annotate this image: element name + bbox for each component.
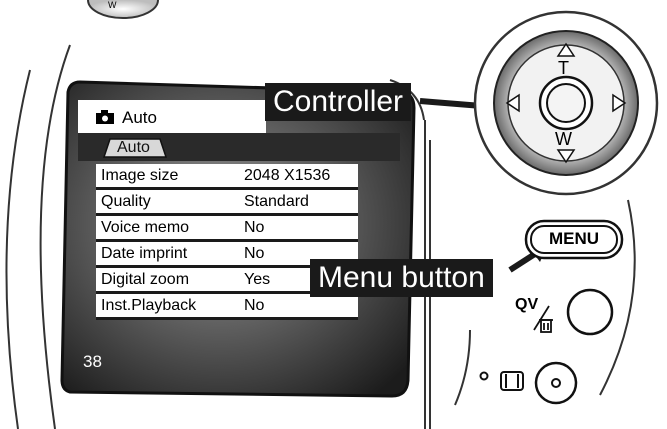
- lcd-mode-title: Auto: [122, 108, 157, 127]
- display-button[interactable]: [534, 361, 578, 405]
- menu-row-value: 2048 X1536: [240, 164, 358, 190]
- lcd-tab-auto: [102, 138, 168, 158]
- lcd-tab-label: Auto: [117, 139, 150, 156]
- menu-row[interactable]: Digital zoom Yes: [96, 266, 358, 294]
- menu-row[interactable]: Image size 2048 X1536: [96, 164, 358, 190]
- menu-row[interactable]: Voice memo No: [96, 214, 358, 242]
- dial-label: W: [108, 0, 117, 10]
- menu-row-label: Image size: [96, 164, 240, 190]
- menu-row[interactable]: Quality Standard: [96, 188, 358, 216]
- controller-left-arrow-icon: [505, 93, 520, 113]
- menu-row-label: Inst.Playback: [96, 292, 240, 320]
- menu-row-value: Standard: [240, 188, 358, 216]
- controller-down-arrow-icon: [556, 149, 576, 164]
- controller-up-arrow-icon: [556, 42, 576, 57]
- menu-row-label: Digital zoom: [96, 266, 240, 294]
- lcd-settings-menu: Image size 2048 X1536 Quality Standard V…: [96, 164, 358, 320]
- controller-callout-label: Controller: [265, 83, 412, 121]
- menu-button-label: MENU: [548, 229, 600, 248]
- frame-counter: 38: [83, 352, 102, 371]
- zoom-dial[interactable]: [87, 0, 159, 19]
- menu-row-value: No: [240, 240, 358, 268]
- menu-row-label: Date imprint: [96, 240, 240, 268]
- controller[interactable]: [473, 10, 659, 196]
- qv-label: QV: [515, 296, 539, 313]
- menu-row[interactable]: Date imprint No: [96, 240, 358, 268]
- controller-right-arrow-icon: [612, 93, 627, 113]
- trash-icon: [533, 305, 553, 333]
- camera-icon: [96, 110, 114, 124]
- menu-row[interactable]: Inst.Playback No: [96, 292, 358, 320]
- menu-row-label: Quality: [96, 188, 240, 216]
- menu-row-value: No: [240, 214, 358, 242]
- menu-button-callout-label: Menu button: [310, 259, 493, 297]
- controller-down-label: W: [555, 129, 572, 149]
- menu-row-label: Voice memo: [96, 214, 240, 242]
- display-mode-icon: [479, 371, 524, 391]
- menu-button[interactable]: [524, 219, 624, 260]
- controller-up-label: T: [558, 58, 569, 78]
- qv-delete-button[interactable]: [566, 288, 614, 336]
